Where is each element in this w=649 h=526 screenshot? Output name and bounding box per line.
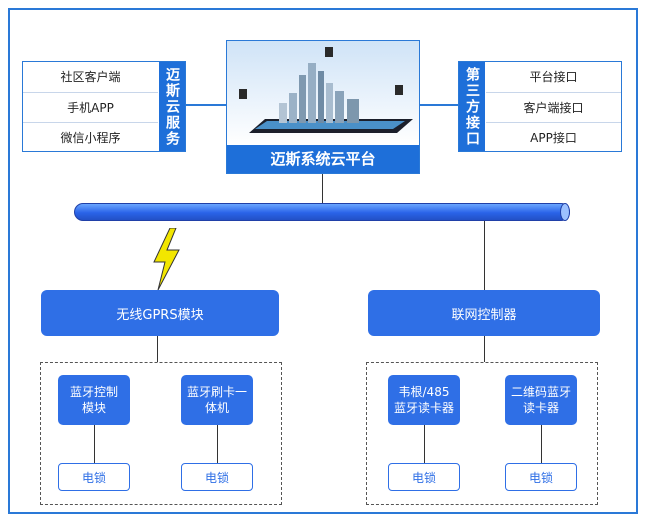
third-party-client-api: 客户端接口	[486, 92, 621, 123]
third-party-panel: 第三方接口 平台接口 客户端接口 APP接口	[458, 61, 622, 152]
third-party-app-api: APP接口	[486, 122, 621, 153]
cloud-service-mobile-app: 手机APP	[23, 92, 158, 123]
cloud-services-title: 迈斯云服务	[159, 62, 185, 151]
qrcode-bluetooth-reader: 二维码蓝牙 读卡器	[505, 375, 577, 425]
cloud-platform: 迈斯系统云平台	[226, 40, 420, 174]
network-controller-label: 联网控制器	[451, 307, 517, 323]
platform-to-third-party-line	[420, 104, 458, 106]
bus-end-cap	[560, 203, 570, 221]
network-controller: 联网控制器	[368, 290, 600, 336]
bluetooth-control-module: 蓝牙控制 模块	[58, 375, 130, 425]
controller-to-right-group-line	[484, 336, 485, 362]
cloud-services-title-text: 迈斯云服务	[164, 66, 180, 147]
electric-lock: 电锁	[58, 463, 130, 491]
right-device-group	[366, 362, 598, 505]
third-party-platform-api: 平台接口	[529, 70, 578, 84]
left-device-group	[40, 362, 282, 505]
bluetooth-card-terminal: 蓝牙刷卡一 体机	[181, 375, 253, 425]
left-device-2-lock-line	[217, 425, 218, 463]
bus-to-network-controller-line	[484, 221, 485, 290]
cloud-to-platform-line	[186, 104, 226, 106]
network-bus	[74, 203, 570, 221]
cloud-service-wechat-miniprogram: 微信小程序	[23, 122, 158, 153]
right-device-2-lock-line	[541, 425, 542, 463]
cloud-services-panel: 社区客户端 手机APP 微信小程序 迈斯云服务	[22, 61, 186, 152]
platform-illustration	[227, 41, 419, 145]
gprs-to-left-group-line	[157, 336, 158, 362]
cloud-service-community-client: 社区客户端	[60, 70, 121, 84]
wiegand-485-bluetooth-reader: 韦根/485 蓝牙读卡器	[388, 375, 460, 425]
left-device-1-lock-line	[94, 425, 95, 463]
electric-lock: 电锁	[388, 463, 460, 491]
gprs-module: 无线GPRS模块	[41, 290, 279, 336]
platform-to-bus-line	[322, 174, 323, 204]
platform-title: 迈斯系统云平台	[227, 145, 419, 173]
right-device-1-lock-line	[424, 425, 425, 463]
wireless-lightning-icon	[153, 228, 180, 290]
electric-lock: 电锁	[505, 463, 577, 491]
third-party-title: 第三方接口	[459, 62, 485, 151]
gprs-module-label: 无线GPRS模块	[116, 307, 204, 323]
third-party-title-text: 第三方接口	[464, 66, 480, 147]
electric-lock: 电锁	[181, 463, 253, 491]
